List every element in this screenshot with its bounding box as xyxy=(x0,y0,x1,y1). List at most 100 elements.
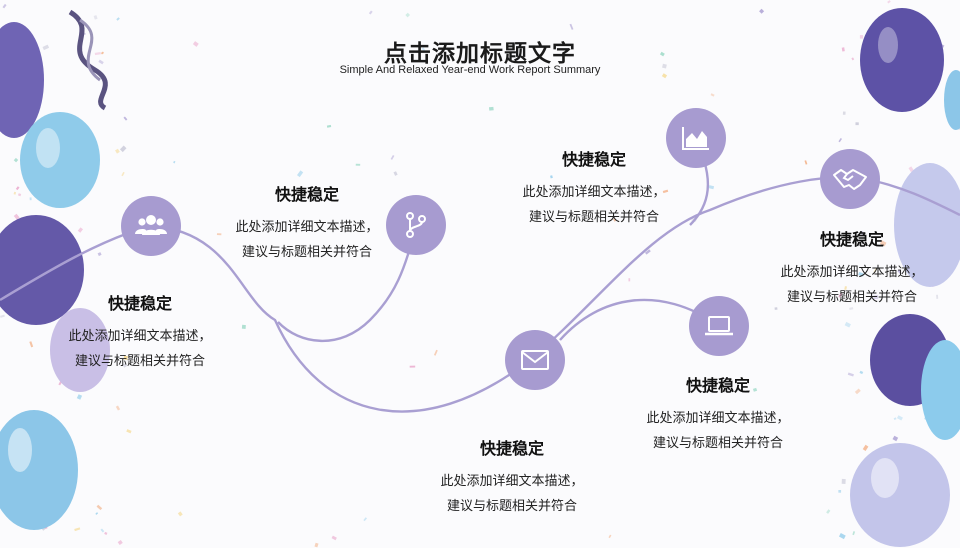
users-icon xyxy=(135,215,167,235)
confetti-piece xyxy=(708,185,715,190)
confetti-piece xyxy=(893,417,897,420)
block-heading: 快捷稳定 xyxy=(479,439,544,458)
page-title: 点击添加标题文字 xyxy=(384,41,576,67)
confetti-piece xyxy=(774,307,778,310)
confetti-piece xyxy=(838,489,842,493)
confetti-piece xyxy=(752,387,758,392)
confetti-piece xyxy=(908,166,914,173)
confetti-piece xyxy=(117,540,123,546)
node-branch[interactable] xyxy=(386,195,446,255)
confetti-piece xyxy=(892,435,899,442)
mail-icon xyxy=(521,350,549,370)
confetti-piece xyxy=(363,517,368,522)
text-block-1: 快捷稳定 此处添加详细文本描述， 建议与标题相关并符合 xyxy=(40,290,240,374)
confetti-piece xyxy=(405,12,411,18)
block-desc-line2: 建议与标题相关并符合 xyxy=(241,245,372,260)
confetti-piece xyxy=(29,197,32,201)
confetti-piece xyxy=(296,170,304,178)
text-block-2: 快捷稳定 此处添加详细文本描述， 建议与标题相关并符合 xyxy=(207,181,407,265)
block-desc-line1: 此处添加详细文本描述， xyxy=(68,329,212,344)
confetti-piece xyxy=(94,52,101,56)
confetti-piece xyxy=(844,321,851,328)
area-chart-icon xyxy=(682,127,709,150)
confetti-piece xyxy=(873,268,878,273)
confetti-piece xyxy=(838,138,843,143)
confetti-piece xyxy=(862,444,869,451)
confetti-piece xyxy=(123,355,128,361)
confetti-piece xyxy=(76,394,83,400)
confetti-piece xyxy=(368,10,373,15)
confetti-piece xyxy=(488,106,494,111)
confetti-piece xyxy=(710,93,715,97)
confetti-piece xyxy=(95,512,99,515)
confetti-piece xyxy=(98,59,104,65)
block-desc-line1: 此处添加详细文本描述， xyxy=(646,411,790,426)
confetti-piece xyxy=(569,23,574,30)
confetti-piece xyxy=(662,189,669,194)
confetti-piece xyxy=(17,193,22,197)
node-handshake[interactable] xyxy=(820,149,880,209)
confetti-piece xyxy=(177,511,183,517)
confetti-piece xyxy=(173,160,176,164)
confetti-piece xyxy=(100,528,105,533)
confetti-piece xyxy=(841,47,845,52)
confetti-piece xyxy=(855,122,859,126)
confetti-piece xyxy=(77,227,83,233)
confetti-piece xyxy=(115,148,120,154)
text-block-5: 快捷稳定 此处添加详细文本描述， 建议与标题相关并符合 xyxy=(618,372,818,456)
confetti-piece xyxy=(844,286,847,290)
node-laptop[interactable] xyxy=(689,296,749,356)
confetti-piece xyxy=(826,509,831,514)
block-desc-line2: 建议与标题相关并符合 xyxy=(786,290,917,305)
confetti-piece xyxy=(93,15,98,20)
balloons-left xyxy=(0,9,110,530)
confetti-piece xyxy=(421,47,426,52)
confetti-piece xyxy=(896,415,903,421)
confetti-piece xyxy=(192,41,199,47)
confetti-piece xyxy=(838,292,843,298)
confetti-piece xyxy=(96,504,103,511)
confetti-piece xyxy=(116,17,120,21)
confetti-piece xyxy=(804,160,808,165)
block-desc-line2: 建议与标题相关并符合 xyxy=(528,210,659,225)
text-block-6: 快捷稳定 此处添加详细文本描述， 建议与标题相关并符合 xyxy=(752,226,952,310)
confetti-piece xyxy=(759,8,765,14)
confetti-piece xyxy=(841,478,846,484)
confetti-piece xyxy=(409,365,416,368)
confetti-piece xyxy=(42,44,50,51)
confetti-piece xyxy=(122,363,128,368)
confetti-piece xyxy=(97,252,102,257)
laptop-icon xyxy=(705,316,733,336)
confetti-piece xyxy=(662,63,667,69)
confetti-piece xyxy=(104,531,108,535)
confetti-piece xyxy=(847,372,854,377)
branch-icon xyxy=(406,212,426,238)
confetti-piece xyxy=(608,534,612,539)
block-desc-line2: 建议与标题相关并符合 xyxy=(652,436,783,451)
page-subtitle: Simple And Relaxed Year-end Work Report … xyxy=(339,64,601,76)
connector-curve-branch-up xyxy=(277,225,418,343)
handshake-icon xyxy=(833,169,867,190)
confetti-piece xyxy=(241,324,246,330)
block-desc-line1: 此处添加详细文本描述， xyxy=(780,265,924,280)
confetti-piece xyxy=(887,0,891,4)
confetti-piece xyxy=(74,527,81,532)
confetti-piece xyxy=(936,294,939,299)
confetti-piece xyxy=(326,124,332,128)
confetti-piece xyxy=(0,314,5,318)
confetti-piece xyxy=(29,341,34,348)
block-desc-line1: 此处添加详细文本描述， xyxy=(440,474,584,489)
node-users[interactable] xyxy=(121,196,181,256)
block-desc-line2: 建议与标题相关并符合 xyxy=(446,499,577,514)
confetti-piece xyxy=(644,249,651,255)
confetti-piece xyxy=(355,163,361,166)
confetti-piece xyxy=(314,542,319,548)
node-area-chart[interactable] xyxy=(666,108,726,168)
confetti-piece xyxy=(852,531,856,536)
node-mail[interactable] xyxy=(505,330,565,390)
confetti-piece xyxy=(859,370,864,375)
confetti-piece xyxy=(897,269,902,274)
block-desc-line2: 建议与标题相关并符合 xyxy=(74,354,205,369)
